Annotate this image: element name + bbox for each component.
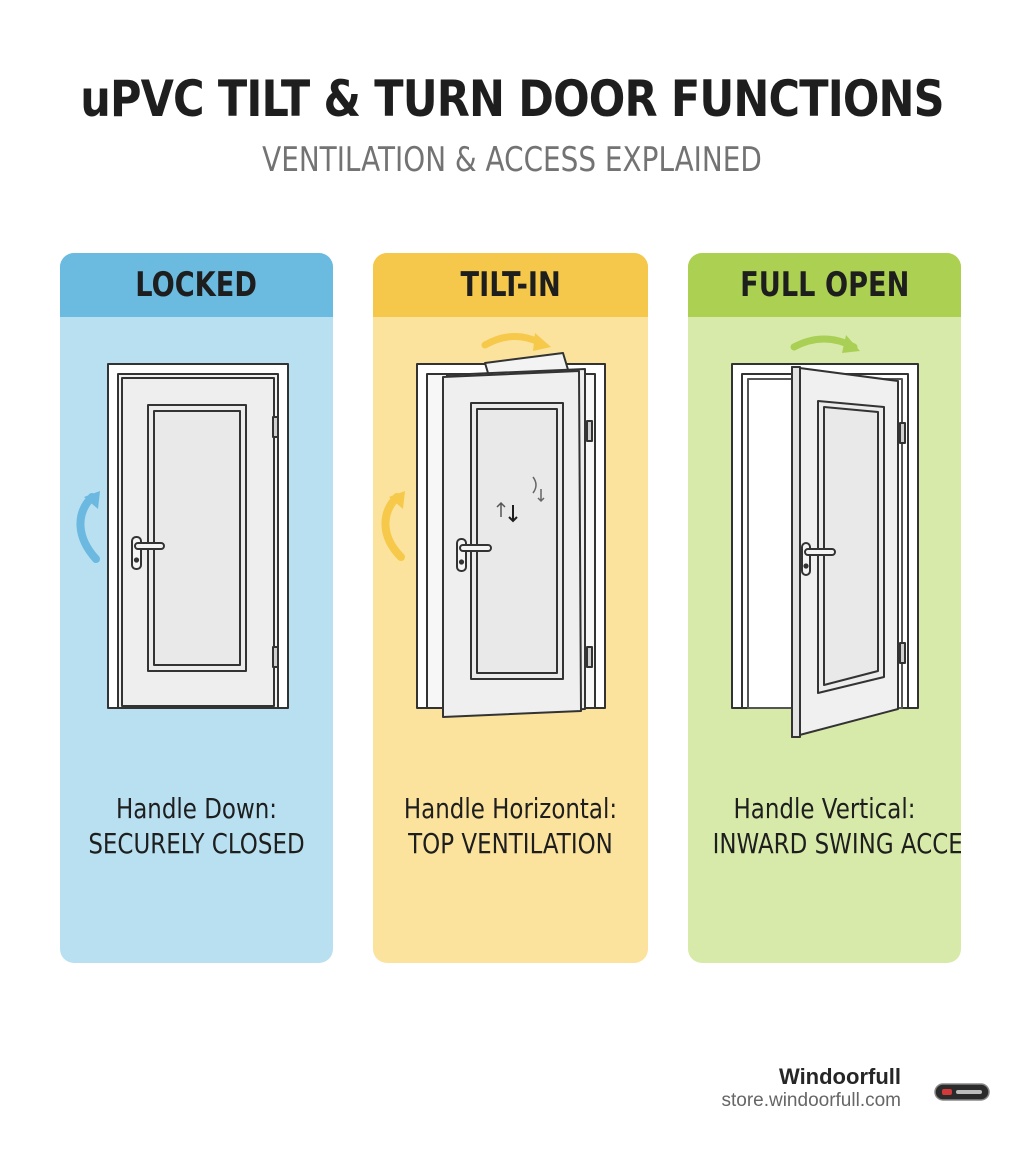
windoorfull-logo-icon bbox=[934, 1083, 990, 1101]
tilt-arrow-icon bbox=[481, 333, 545, 349]
panel-locked-caption: Handle Down: SECURELY CLOSED bbox=[60, 791, 333, 861]
panel-full-open: FULL OPEN Handle Vertical: INWARD SWING … bbox=[688, 253, 961, 963]
panel-full-open-caption-line1: Handle Vertical: bbox=[733, 792, 916, 825]
page-subtitle: VENTILATION & ACCESS EXPLAINED bbox=[262, 140, 762, 180]
panel-tilt-in-title: TILT-IN bbox=[460, 265, 561, 305]
panel-tilt-in: TILT-IN Handle Horizontal: TOP VENTILATI… bbox=[373, 253, 648, 963]
brand-url[interactable]: store.windoorfull.com bbox=[721, 1090, 901, 1111]
closed-door-icon bbox=[76, 363, 289, 709]
panel-full-open-header: FULL OPEN bbox=[688, 253, 961, 317]
panel-locked-caption-line1: Handle Down: bbox=[115, 792, 278, 825]
page-title: uPVC TILT & TURN DOOR FUNCTIONS bbox=[80, 70, 944, 128]
panel-full-open-title: FULL OPEN bbox=[739, 265, 910, 305]
open-door-icon bbox=[731, 335, 919, 738]
panel-locked-header: LOCKED bbox=[60, 253, 333, 317]
panel-locked-caption-line2: SECURELY CLOSED bbox=[88, 827, 305, 860]
brand-name: Windoorfull bbox=[779, 1064, 901, 1089]
panel-tilt-in-caption-line2: TOP VENTILATION bbox=[408, 827, 613, 860]
panel-tilt-in-caption: Handle Horizontal: TOP VENTILATION bbox=[373, 791, 648, 861]
panel-locked-title: LOCKED bbox=[135, 265, 258, 305]
tilted-door-icon bbox=[381, 333, 606, 718]
panel-full-open-caption-line2: INWARD SWING ACCESS bbox=[712, 827, 961, 860]
panel-tilt-in-caption-line1: Handle Horizontal: bbox=[403, 792, 618, 825]
rotate-arrow-icon bbox=[381, 493, 405, 561]
rotate-arrow-icon bbox=[76, 493, 100, 563]
brand-block: Windoorfull store.windoorfull.com bbox=[721, 1064, 901, 1112]
panel-tilt-in-header: TILT-IN bbox=[373, 253, 648, 317]
panel-locked: LOCKED Handle Down: SECURELY CLOSED bbox=[60, 253, 333, 963]
panel-full-open-caption: Handle Vertical: INWARD SWING ACCESS bbox=[688, 791, 961, 861]
